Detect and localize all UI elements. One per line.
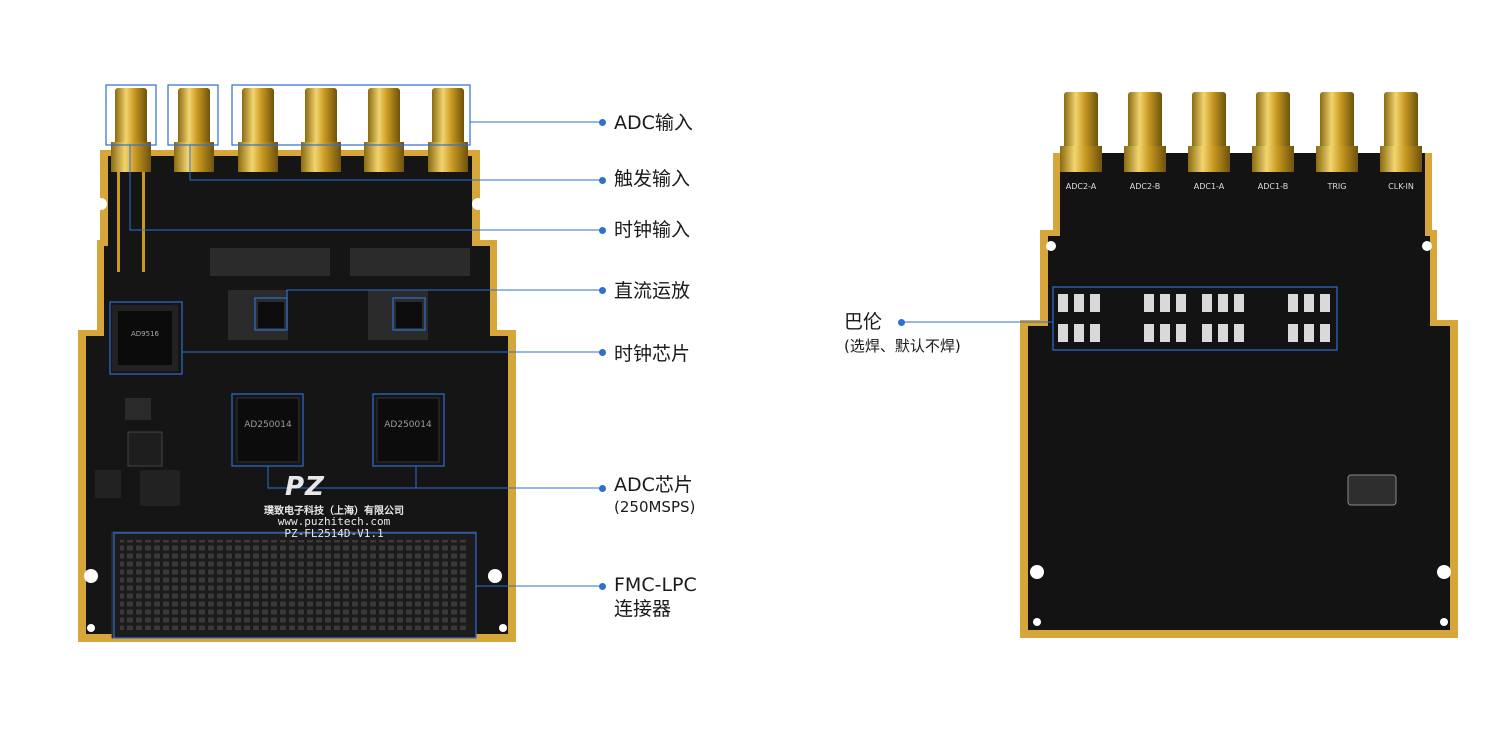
label-fmc-title: FMC-LPC bbox=[614, 574, 697, 596]
label-clock-chip: 时钟芯片 bbox=[614, 343, 691, 365]
label-fmc-connector: FMC-LPC 连接器 bbox=[614, 573, 697, 621]
silkscreen-website: www.puzhitech.com bbox=[277, 515, 391, 528]
label-balun-sub: (选焊、默认不焊) bbox=[844, 337, 961, 355]
back-label-adc2-a: ADC2-A bbox=[1065, 182, 1097, 191]
label-balun: 巴伦 (选焊、默认不焊) bbox=[844, 310, 961, 356]
back-label-trig: TRIG bbox=[1327, 182, 1347, 191]
adc-chip-2-marking: AD250014 bbox=[384, 420, 432, 430]
callout-dot bbox=[599, 119, 606, 126]
front-leader-lines bbox=[129, 121, 602, 587]
front-sma-connectors bbox=[111, 88, 468, 272]
silkscreen-model: PZ-FL2514D-V1.1 bbox=[284, 527, 384, 540]
back-label-adc2-b: ADC2-B bbox=[1129, 182, 1161, 191]
silkscreen-company: 璞致电子科技（上海）有限公司 bbox=[264, 506, 404, 517]
label-fmc-sub: 连接器 bbox=[614, 598, 672, 620]
back-label-clk-in: CLK-IN bbox=[1388, 182, 1414, 191]
label-trigger-input: 触发输入 bbox=[614, 168, 691, 190]
label-adc-chip-title: ADC芯片 bbox=[614, 474, 693, 496]
front-board bbox=[78, 88, 516, 642]
callout-dot bbox=[599, 227, 606, 234]
label-adc-chip: ADC芯片 (250MSPS) bbox=[614, 473, 695, 517]
callout-dot bbox=[599, 287, 606, 294]
callout-dot bbox=[599, 485, 606, 492]
callout-dot bbox=[599, 583, 606, 590]
back-sma-connectors bbox=[1060, 92, 1422, 172]
adc-chip-1-marking: AD250014 bbox=[244, 420, 292, 430]
clock-chip-marking: AD9516 bbox=[131, 330, 159, 338]
pz-logo: PZ bbox=[285, 472, 325, 502]
callout-dot bbox=[599, 349, 606, 356]
label-dc-opamp: 直流运放 bbox=[614, 280, 691, 302]
label-balun-title: 巴伦 bbox=[844, 311, 883, 333]
label-adc-chip-sub: (250MSPS) bbox=[614, 498, 696, 516]
balun-callout-box bbox=[1052, 286, 1338, 351]
callout-dot bbox=[898, 319, 905, 326]
label-clock-input: 时钟输入 bbox=[614, 219, 691, 241]
front-callout-boxes bbox=[105, 84, 477, 639]
callout-dot bbox=[599, 177, 606, 184]
back-label-adc1-a: ADC1-A bbox=[1193, 182, 1225, 191]
back-label-adc1-b: ADC1-B bbox=[1257, 182, 1289, 191]
back-board bbox=[1020, 92, 1458, 638]
label-adc-input: ADC输入 bbox=[614, 112, 693, 134]
